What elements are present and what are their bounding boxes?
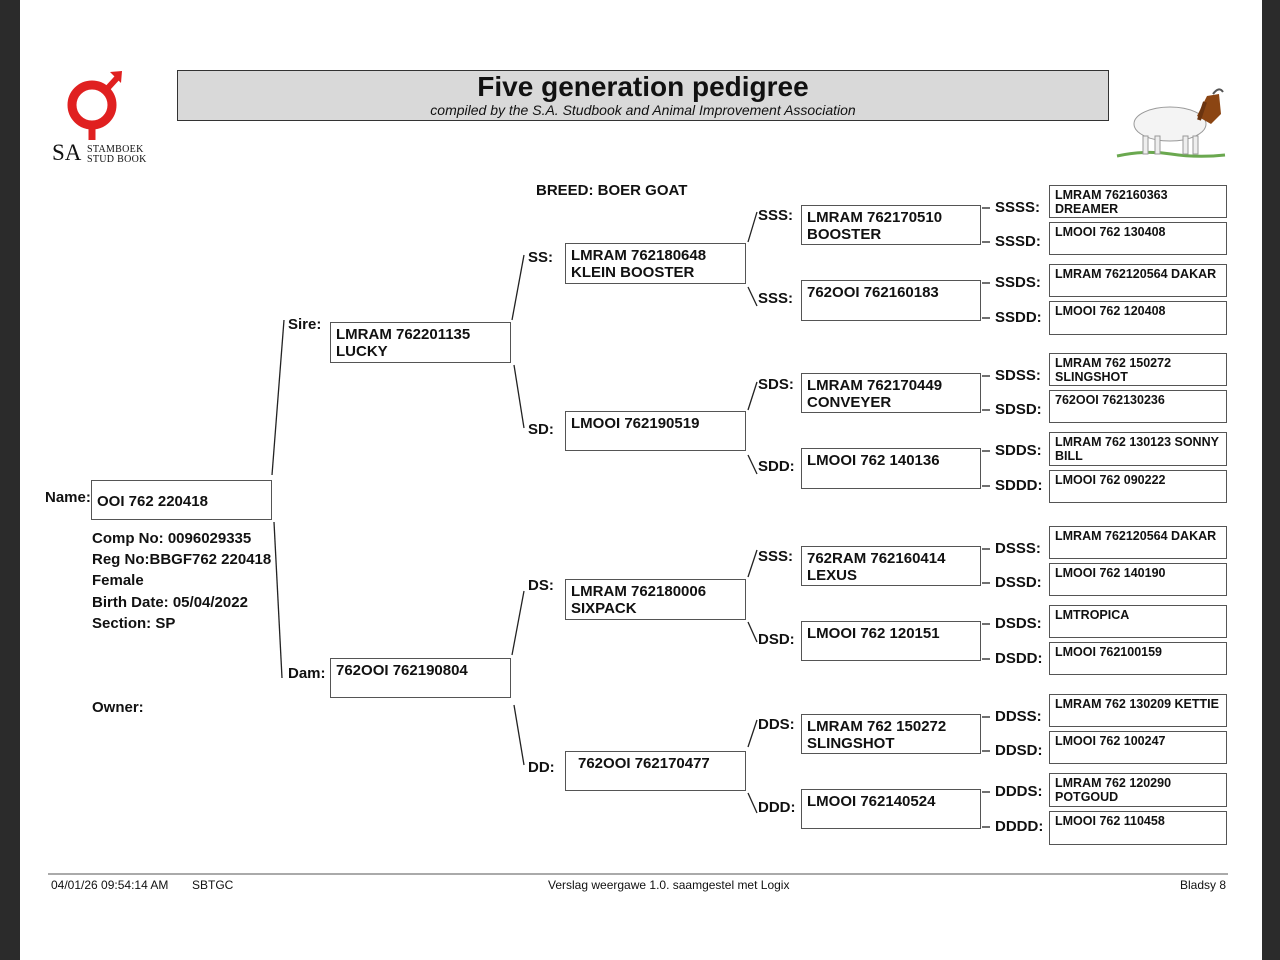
gen4-label-2: SSSD: [995, 233, 1041, 250]
boer-goat-picture [1115, 80, 1227, 160]
gen4-box-7: LMRAM 762 130123 SONNY BILL [1049, 432, 1227, 466]
dam-box: 762OOI 762190804 [330, 658, 511, 698]
gen3-label-7: DDS: [758, 716, 795, 733]
gen4-box-4: LMOOI 762 120408 [1049, 301, 1227, 335]
birth-date: Birth Date: 05/04/2022 [92, 594, 248, 611]
gen4-label-9: DSSS: [995, 540, 1041, 557]
gen3-label-3: SDS: [758, 376, 794, 393]
page-subtitle: compiled by the S.A. Studbook and Animal… [430, 102, 856, 118]
footer-timestamp: 04/01/26 09:54:14 AM [51, 878, 169, 892]
gen4-label-11: DSDS: [995, 615, 1042, 632]
logo-sa-text: SA [52, 140, 82, 165]
gen3-box-8: LMOOI 762140524 [801, 789, 981, 829]
title-box: Five generation pedigree compiled by the… [177, 70, 1109, 121]
gen2-label-dd: DD: [528, 759, 555, 776]
gen4-box-13: LMRAM 762 130209 KETTIE [1049, 694, 1227, 727]
gen3-label-5: SSS: [758, 548, 794, 565]
gen4-label-5: SDSS: [995, 367, 1041, 384]
gen4-box-10: LMOOI 762 140190 [1049, 563, 1227, 596]
animal-name-box: OOI 762 220418 [91, 480, 272, 520]
breed-label: BREED: BOER GOAT [536, 182, 688, 199]
reg-no: Reg No:BBGF762 220418 [92, 551, 272, 568]
logo-stamboek-text: STAMBOEK [87, 144, 144, 155]
gen3-box-5: 762RAM 762160414 LEXUS [801, 546, 981, 586]
name-label: Name: [45, 489, 91, 506]
gen4-box-5: LMRAM 762 150272 SLINGSHOT [1049, 353, 1227, 386]
gen4-box-15: LMRAM 762 120290 POTGOUD [1049, 773, 1227, 807]
sex: Female [92, 572, 144, 589]
gen3-box-1: LMRAM 762170510 BOOSTER [801, 205, 981, 245]
gen3-label-6: DSD: [758, 631, 795, 648]
gen4-label-3: SSDS: [995, 274, 1041, 291]
gen3-label-1: SSS: [758, 207, 794, 224]
gen4-label-13: DDSS: [995, 708, 1042, 725]
gen4-box-8: LMOOI 762 090222 [1049, 470, 1227, 503]
footer-report: Verslag weergawe 1.0. saamgestel met Log… [548, 878, 790, 892]
gen2-box-dd: 762OOI 762170477 [565, 751, 746, 791]
gen4-label-10: DSSD: [995, 574, 1042, 591]
sire-label: Sire: [288, 316, 322, 333]
pedigree-page: SA STAMBOEK STUD BOOK Five generation pe… [20, 0, 1262, 960]
gen4-label-14: DDSD: [995, 742, 1043, 759]
gen4-label-16: DDDD: [995, 818, 1044, 835]
gen4-box-14: LMOOI 762 100247 [1049, 731, 1227, 764]
boer-goat-icon [1116, 88, 1226, 158]
page-title: Five generation pedigree [477, 71, 809, 102]
gen4-label-12: DSDD: [995, 650, 1043, 667]
gen4-label-8: SDDD: [995, 477, 1043, 494]
studbook-logo: SA STAMBOEK STUD BOOK [50, 68, 150, 168]
gen3-label-8: DDD: [758, 799, 796, 816]
owner-label: Owner: [92, 699, 144, 716]
sire-box: LMRAM 762201135 LUCKY [330, 322, 511, 363]
gen4-label-6: SDSD: [995, 401, 1042, 418]
gen2-label-sd: SD: [528, 421, 554, 438]
comp-no: Comp No: 0096029335 [92, 530, 252, 547]
gen4-box-2: LMOOI 762 130408 [1049, 222, 1227, 255]
gen4-label-15: DDDS: [995, 783, 1043, 800]
gen4-box-3: LMRAM 762120564 DAKAR [1049, 264, 1227, 297]
gen4-label-7: SDDS: [995, 442, 1042, 459]
gen3-box-7: LMRAM 762 150272 SLINGSHOT [801, 714, 981, 754]
logo-studbook-text: STUD BOOK [87, 154, 147, 165]
gen3-box-3: LMRAM 762170449 CONVEYER [801, 373, 981, 413]
gen2-box-ds: LMRAM 762180006 SIXPACK [565, 579, 746, 620]
section: Section: SP [92, 615, 176, 632]
footer-code: SBTGC [192, 878, 234, 892]
gen4-box-11: LMTROPICA [1049, 605, 1227, 638]
gen2-box-ss: LMRAM 762180648 KLEIN BOOSTER [565, 243, 746, 284]
pedigree-connector-lines [48, 207, 1228, 875]
gen3-box-6: LMOOI 762 120151 [801, 621, 981, 661]
gen2-box-sd: LMOOI 762190519 [565, 411, 746, 451]
gen4-box-16: LMOOI 762 110458 [1049, 811, 1227, 845]
gen3-label-2: SSS: [758, 290, 794, 307]
gen4-box-12: LMOOI 762100159 [1049, 642, 1227, 675]
gen4-box-9: LMRAM 762120564 DAKAR [1049, 526, 1227, 559]
gen3-box-2: 762OOI 762160183 [801, 280, 981, 321]
gen4-box-1: LMRAM 762160363 DREAMER [1049, 185, 1227, 218]
gen2-label-ss: SS: [528, 249, 554, 266]
gen4-label-4: SSDD: [995, 309, 1042, 326]
gen4-box-6: 762OOI 762130236 [1049, 390, 1227, 423]
studbook-logo-icon [67, 71, 122, 140]
gen2-label-ds: DS: [528, 577, 554, 594]
gen4-label-1: SSSS: [995, 199, 1041, 216]
footer-page-number: Bladsy 8 [1180, 878, 1227, 892]
dam-label: Dam: [288, 665, 326, 682]
gen3-box-4: LMOOI 762 140136 [801, 448, 981, 489]
gen3-label-4: SDD: [758, 458, 795, 475]
